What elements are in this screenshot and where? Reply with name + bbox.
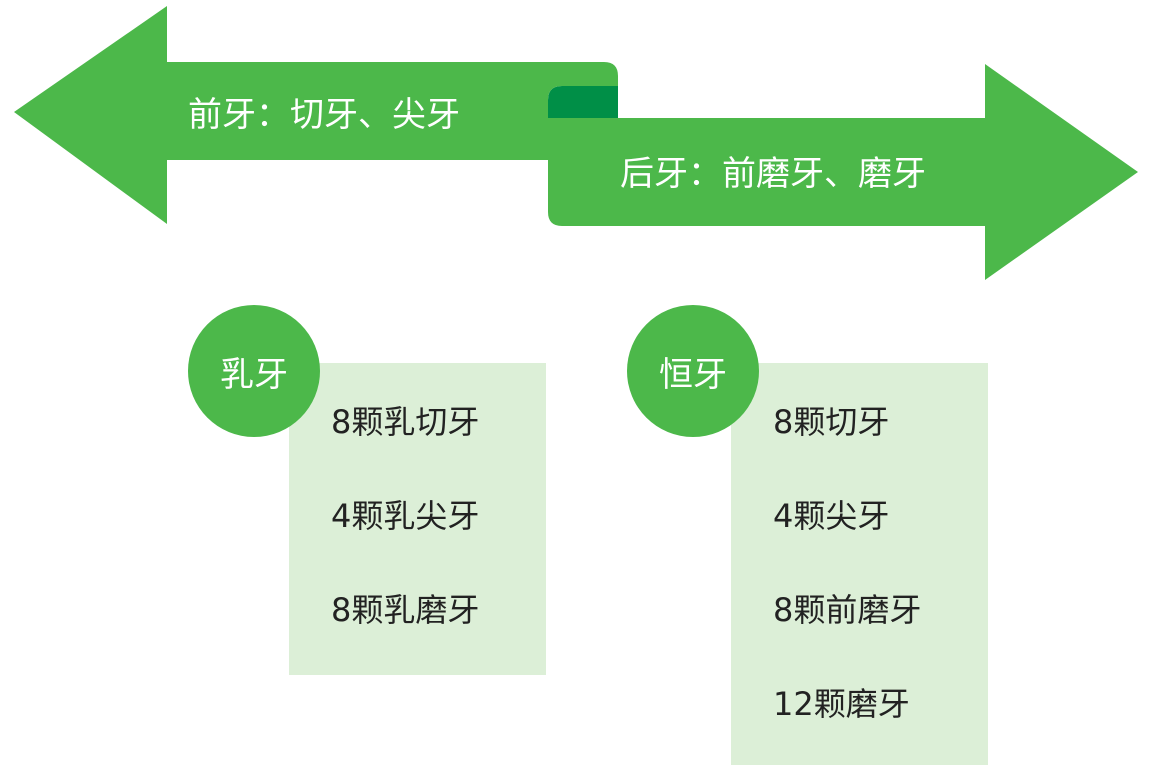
list-item: 4颗乳尖牙 [331,497,480,535]
list-item: 8颗乳切牙 [331,403,480,441]
right-arrow-shape [548,64,1138,280]
permanent-teeth-panel [731,363,988,765]
baby-teeth-panel [289,363,546,675]
list-item: 12颗磨牙 [773,685,910,723]
permanent-teeth-list: 8颗切牙 4颗尖牙 8颗前磨牙 12颗磨牙 [773,402,921,778]
front-teeth-label: 前牙：切牙、尖牙 [188,95,460,135]
baby-teeth-circle: 乳牙 [188,305,320,437]
list-item: 4颗尖牙 [773,497,890,535]
baby-teeth-list: 8颗乳切牙 4颗乳尖牙 8颗乳磨牙 [331,402,479,684]
permanent-teeth-circle: 恒牙 [627,305,759,437]
ribbon-fold [548,86,618,118]
back-teeth-label: 后牙：前磨牙、磨牙 [620,154,926,194]
list-item: 8颗切牙 [773,403,890,441]
list-item: 8颗乳磨牙 [331,591,480,629]
list-item: 8颗前磨牙 [773,591,922,629]
left-arrow-shape [14,6,618,224]
